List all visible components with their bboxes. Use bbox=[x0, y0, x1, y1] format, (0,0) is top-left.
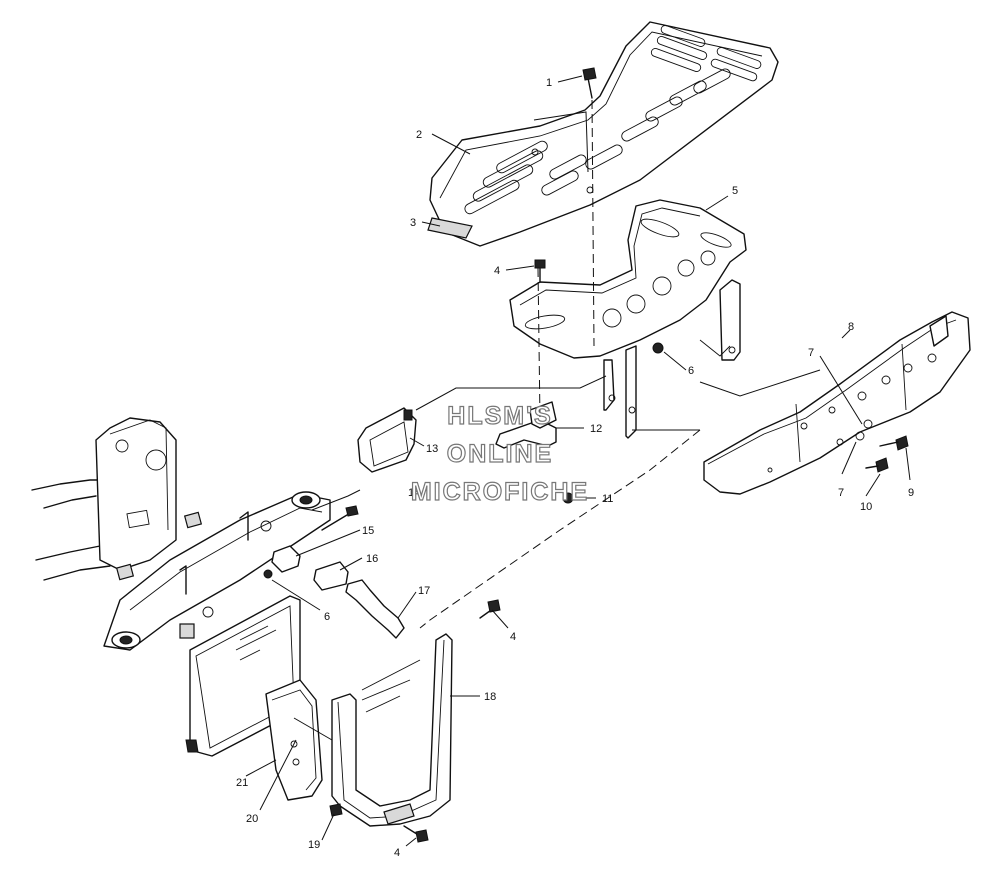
callout-13: 13 bbox=[426, 443, 438, 455]
callout-3: 3 bbox=[410, 217, 416, 229]
rear-rack bbox=[429, 21, 779, 247]
callout-leaders bbox=[245, 75, 911, 847]
rack-support-bracket bbox=[509, 199, 747, 439]
callout-18: 18 bbox=[484, 691, 496, 703]
callout-12: 12 bbox=[590, 423, 602, 435]
callout-15: 15 bbox=[362, 525, 374, 537]
callout-1: 1 bbox=[546, 77, 552, 89]
mount-hardware bbox=[263, 505, 359, 591]
callout-6-lower: 6 bbox=[324, 611, 330, 623]
callout-7-upper: 7 bbox=[808, 347, 814, 359]
callout-8: 8 bbox=[848, 321, 854, 333]
tail-light-assembly bbox=[357, 401, 574, 504]
watermark-line-1: HLSM'S bbox=[447, 402, 552, 430]
callout-14: 14 bbox=[408, 487, 420, 499]
rack-screw bbox=[582, 67, 597, 99]
callout-11: 11 bbox=[602, 493, 613, 505]
assembly-lines bbox=[293, 99, 821, 741]
side-panel bbox=[265, 679, 343, 817]
callout-4-upper: 4 bbox=[494, 265, 500, 277]
callout-16: 16 bbox=[366, 553, 378, 565]
callout-4-lower: 4 bbox=[394, 847, 400, 859]
nut-upper bbox=[652, 342, 664, 354]
watermark-line-2: ONLINE bbox=[447, 440, 553, 468]
reflector bbox=[427, 217, 473, 239]
callout-6-upper: 6 bbox=[688, 365, 694, 377]
callout-4-middle: 4 bbox=[510, 631, 516, 643]
callout-9: 9 bbox=[908, 487, 914, 499]
callout-17: 17 bbox=[418, 585, 430, 597]
callout-21: 21 bbox=[236, 777, 248, 789]
callout-5: 5 bbox=[732, 185, 738, 197]
callout-20: 20 bbox=[246, 813, 258, 825]
callout-7-lower: 7 bbox=[838, 487, 844, 499]
rear-bumper bbox=[703, 311, 971, 495]
callout-10: 10 bbox=[860, 501, 872, 513]
callout-labels: 1 2 3 4 5 6 7 8 7 9 10 11 12 13 14 15 16… bbox=[236, 77, 914, 859]
bracket-screw-upper bbox=[534, 259, 546, 283]
lower-screws bbox=[403, 599, 501, 843]
watermark: HLSM'S ONLINE MICROFICHE bbox=[410, 401, 589, 506]
callout-2: 2 bbox=[416, 129, 422, 141]
callout-19: 19 bbox=[308, 839, 320, 851]
bumper-hardware bbox=[855, 419, 909, 473]
mud-flap-frame bbox=[331, 633, 453, 827]
watermark-line-3: MICROFICHE bbox=[411, 478, 589, 506]
trim-strip bbox=[345, 579, 405, 639]
